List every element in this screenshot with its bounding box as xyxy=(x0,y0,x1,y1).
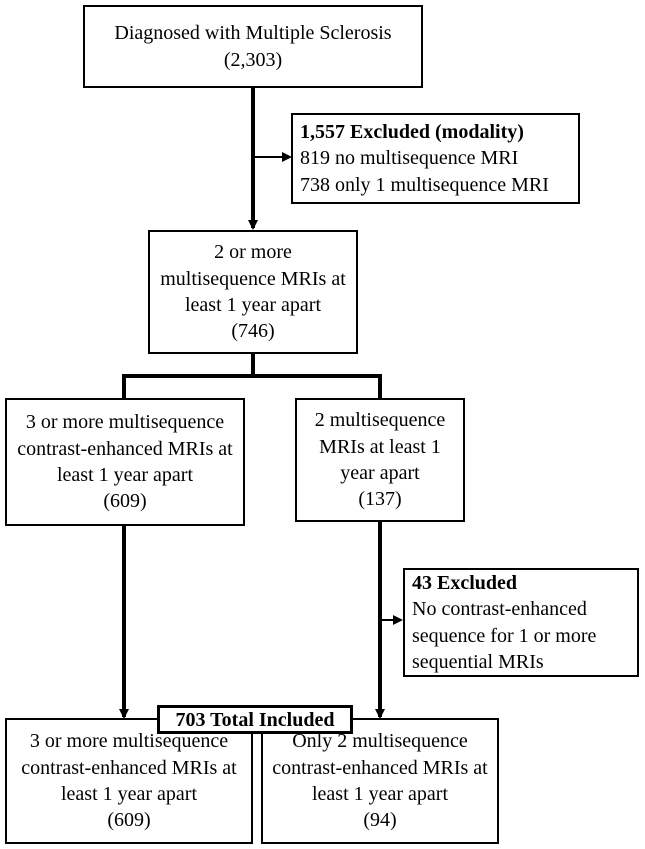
three-or-more-final-line1: 3 or more multisequence xyxy=(29,730,229,753)
two-or-more-line2: multisequence MRIs at xyxy=(160,267,346,290)
only-two-final-line3: least 1 year apart xyxy=(311,783,449,805)
total-included-label: 703 Total Included xyxy=(157,705,353,734)
three-or-more-mid-line1: 3 or more multisequence xyxy=(25,411,225,434)
three-or-more-mid-count: (609) xyxy=(103,490,147,513)
three-or-more-final-line2: contrast-enhanced MRIs at xyxy=(21,756,237,779)
only-two-final-box: Only 2 multisequence contrast-enhanced M… xyxy=(261,718,499,844)
three-or-more-mid-line2: contrast-enhanced MRIs at xyxy=(17,437,233,460)
split-bar xyxy=(122,374,382,398)
two-multisequence-line2: MRIs at least 1 xyxy=(319,435,441,458)
excluded-contrast-title: 43 Excluded xyxy=(412,571,518,594)
two-multisequence-box: 2 multisequence MRIs at least 1 year apa… xyxy=(295,398,465,522)
three-or-more-mid-line3: least 1 year apart xyxy=(56,464,194,486)
excluded-contrast-line3: sequential MRIs xyxy=(412,650,544,673)
excluded-modality-box: 1,557 Excluded (modality) 819 no multise… xyxy=(291,113,580,204)
two-multisequence-line3: year apart xyxy=(340,462,420,484)
three-or-more-final-count: (609) xyxy=(107,809,151,832)
diagnosed-box: Diagnosed with Multiple Sclerosis (2,303… xyxy=(83,5,423,88)
two-or-more-count: (746) xyxy=(231,320,275,343)
two-or-more-box: 2 or more multisequence MRIs at least 1 … xyxy=(148,230,358,354)
only-two-final-line2: contrast-enhanced MRIs at xyxy=(272,756,488,779)
excluded-modality-line2: 738 only 1 multisequence MRI xyxy=(300,173,549,196)
two-multisequence-count: (137) xyxy=(358,488,402,511)
only-two-final-line1: Only 2 multisequence xyxy=(292,730,468,753)
excluded-modality-title: 1,557 Excluded (modality) xyxy=(300,120,524,143)
excluded-contrast-line2: sequence for 1 or more xyxy=(412,624,597,647)
excluded-contrast-box: 43 Excluded No contrast-enhanced sequenc… xyxy=(403,568,639,677)
two-multisequence-line1: 2 multisequence xyxy=(314,409,446,432)
three-or-more-final-box: 3 or more multisequence contrast-enhance… xyxy=(5,718,253,844)
only-two-final-count: (94) xyxy=(363,809,397,832)
excluded-modality-line1: 819 no multisequence MRI xyxy=(300,147,519,170)
diagnosed-label: Diagnosed with Multiple Sclerosis xyxy=(114,22,392,45)
two-or-more-line3: least 1 year apart xyxy=(184,294,322,316)
three-or-more-mid-box: 3 or more multisequence contrast-enhance… xyxy=(5,398,245,526)
total-included-text: 703 Total Included xyxy=(175,708,335,731)
three-or-more-final-line3: least 1 year apart xyxy=(60,783,198,805)
two-or-more-line1: 2 or more xyxy=(214,241,292,264)
diagnosed-count: (2,303) xyxy=(223,48,283,71)
excluded-contrast-line1: No contrast-enhanced xyxy=(412,598,587,621)
